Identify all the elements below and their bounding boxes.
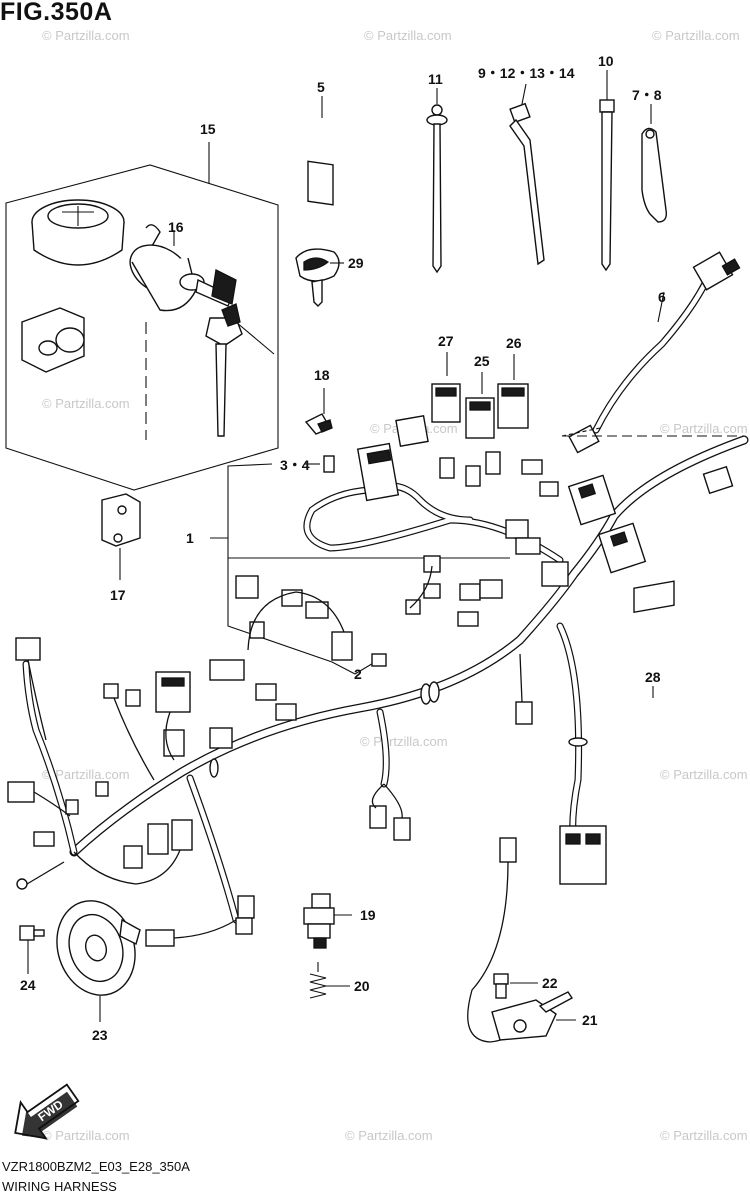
callout-28: 28 [645, 669, 661, 685]
relay-26-icon [497, 354, 529, 429]
callout-3-4: 3・4 [280, 457, 310, 473]
fuse-3-icon [304, 455, 335, 473]
figure-title: FIG.350A [0, 0, 113, 26]
horn-23-icon [56, 900, 141, 1022]
bolt-24-icon [19, 925, 45, 974]
callout-22: 22 [542, 975, 558, 991]
callout-15: 15 [200, 121, 216, 137]
callout-24: 24 [20, 977, 36, 993]
callout-2: 2 [354, 666, 362, 682]
clamp-7-icon [641, 104, 668, 223]
screw-18-icon [304, 388, 333, 435]
watermark: © Partzilla.com [364, 28, 452, 43]
callout-19: 19 [360, 907, 376, 923]
callout-27: 27 [438, 333, 454, 349]
callout-11: 11 [428, 71, 443, 87]
watermark: © Partzilla.com [42, 28, 130, 43]
callout-6: 6 [658, 289, 666, 305]
seat-lock-icon [21, 307, 85, 373]
cable-tie-10-icon [599, 70, 615, 272]
watermark: © Partzilla.com [42, 767, 130, 782]
spring-20-icon [309, 962, 350, 999]
callout-21: 21 [582, 1012, 598, 1028]
callout-20: 20 [354, 978, 370, 994]
watermark: © Partzilla.com [660, 1128, 748, 1143]
callout-1: 1 [186, 530, 194, 546]
watermark: © Partzilla.com [42, 396, 130, 411]
callout-16: 16 [168, 219, 184, 235]
sidestand-switch-21-icon [467, 837, 576, 1043]
callout-25: 25 [474, 353, 490, 369]
bracket-17-icon [101, 493, 141, 580]
callout-23: 23 [92, 1027, 108, 1043]
label-28-icon [633, 580, 675, 698]
forward-arrow-icon: FWD [14, 1083, 80, 1140]
relay-27-icon [431, 352, 461, 423]
watermark: © Partzilla.com [660, 421, 748, 436]
relay-25-icon [465, 372, 495, 439]
watermark: © Partzilla.com [345, 1128, 433, 1143]
callout-17: 17 [110, 587, 126, 603]
ignition-switch-assembly [5, 142, 279, 491]
label-sticker-5 [307, 160, 334, 206]
key-blank-icon [295, 248, 344, 307]
sub-harness-6-icon [561, 251, 744, 454]
callout-26: 26 [506, 335, 522, 351]
fuel-cap-icon [31, 199, 125, 266]
harness-callout-bracket [210, 463, 510, 675]
callout-5: 5 [317, 79, 325, 95]
bolt-22-icon [493, 973, 538, 999]
callout-29: 29 [348, 255, 364, 271]
cable-tie-11-icon [426, 88, 448, 274]
model-code: VZR1800BZM2_E03_E28_350A [2, 1159, 190, 1174]
watermark: © Partzilla.com [42, 1128, 130, 1143]
harness-connectors [7, 414, 734, 947]
watermark: © Partzilla.com [660, 767, 748, 782]
callout-7-8: 7・8 [632, 87, 662, 103]
switch-19-icon [303, 893, 352, 949]
callout-18: 18 [314, 367, 330, 383]
callout-9-14: 9・12・13・14 [478, 65, 575, 81]
figure-caption: WIRING HARNESS [2, 1179, 117, 1194]
watermark: © Partzilla.com [652, 28, 740, 43]
callout-10: 10 [598, 53, 614, 69]
cable-tie-9-icon [509, 83, 545, 266]
ignition-key-icon [205, 303, 275, 437]
lock-cylinder-icon [129, 224, 237, 312]
